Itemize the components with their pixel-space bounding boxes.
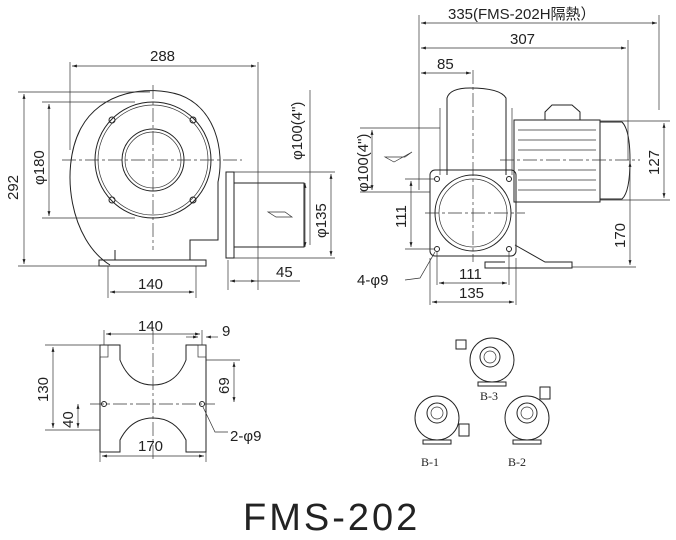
dim-130: 130: [35, 377, 52, 402]
motor-body: [513, 119, 601, 203]
side-view: 335(FMS-202H隔熱） 307 85 φ100(4") 111 4-φ9…: [355, 6, 670, 305]
dim-phi100: φ100(4"): [289, 102, 306, 160]
outlet-flange: [225, 171, 235, 259]
base-foot: [98, 259, 207, 267]
label-b2: B-2: [508, 455, 526, 469]
dim-170-base: 170: [138, 438, 163, 455]
model-title: FMS-202: [243, 497, 420, 539]
dim-phi135: φ135: [313, 203, 330, 238]
dim-135: 135: [459, 285, 484, 302]
dim-170-side: 170: [612, 223, 629, 248]
orientation-b1: B-1: [414, 395, 470, 469]
motor-fan-cover: [600, 121, 631, 200]
front-view: 288 292 φ180 φ100(4") φ135 45 140: [5, 48, 335, 298]
airflow-arrow-icon: [266, 211, 294, 218]
motor-foot: [484, 244, 573, 269]
outlet-duct: [233, 182, 305, 248]
dim-140: 140: [138, 276, 163, 293]
dim-288: 288: [150, 48, 175, 65]
orientation-b2: B-2: [504, 386, 551, 469]
dim-phi180: φ180: [31, 150, 48, 185]
fan-housing: [446, 87, 507, 175]
base-view: 140 9 130 40 69 170 2-φ9: [35, 318, 261, 462]
holes-4-phi9: 4-φ9: [357, 272, 388, 289]
dim-69: 69: [216, 377, 233, 394]
dim-127: 127: [646, 150, 663, 175]
dim-307: 307: [510, 31, 535, 48]
dim-111-h: 111: [459, 266, 482, 283]
dim-9: 9: [222, 323, 230, 340]
dim-292: 292: [5, 175, 22, 200]
dim-45: 45: [276, 264, 293, 281]
dim-111-v: 111: [393, 205, 410, 228]
dim-85: 85: [437, 56, 454, 73]
dim-335: 335(FMS-202H隔熱）: [448, 6, 596, 23]
label-b1: B-1: [421, 455, 439, 469]
terminal-box: [544, 104, 581, 120]
orientation-b3: B-3: [455, 337, 515, 403]
scroll-housing: [69, 90, 221, 266]
label-b3: B-3: [480, 389, 498, 403]
holes-2-phi9: 2-φ9: [230, 428, 261, 445]
airflow-arrow-icon: [383, 151, 413, 163]
dim-phi100-side: φ100(4"): [355, 134, 372, 192]
dim-140-base: 140: [138, 318, 163, 335]
dim-40: 40: [60, 411, 77, 428]
